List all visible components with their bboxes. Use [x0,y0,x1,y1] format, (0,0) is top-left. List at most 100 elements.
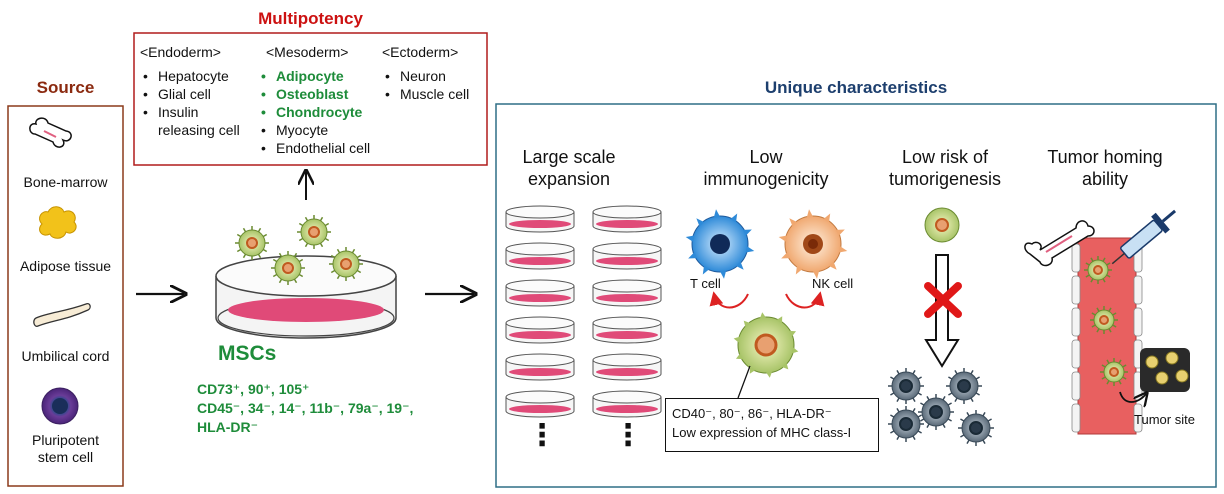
callout-line [737,365,751,399]
vessel-wall-cell [1133,307,1143,337]
endoderm-list: HepatocyteGlial cellInsulin releasing ce… [140,67,258,139]
culture-dish-icon [592,205,662,233]
culture-dishes-grid [505,205,662,418]
mscs-markers-line3: HLA-DR⁻ [197,419,259,435]
vessel-wall-cell [1071,339,1081,369]
vessel-wall-cell [1071,275,1081,305]
culture-dish-icon [505,279,575,307]
cell-spikes [685,209,755,279]
culture-dish-icon [592,316,662,344]
bone-icon-homing [1024,220,1095,267]
vessel-wall-cell [1133,275,1143,305]
source-label-bone-marrow: Bone-marrow [23,174,108,190]
tumor-mass-icon [1140,348,1190,392]
vessel-wall-cell [1071,403,1081,433]
t-cell-icon [691,215,749,273]
mesoderm-column: <Mesoderm> AdipocyteOsteoblastChondrocyt… [258,44,386,157]
multipotency-title: Multipotency [258,9,363,28]
unique-panel-border [495,103,1217,488]
low-risk-label: Low risk of tumorigenesis [888,147,1002,189]
adipose-tissue-icon [39,206,77,239]
mscs-title: MSCs [218,342,277,365]
red-arrow-nk-cell [785,291,825,309]
tumor-homing-label: Tumor homing ability [1047,147,1163,189]
source-label-adipose: Adipose tissue [19,258,112,274]
large-scale-label: Large scale expansion [522,147,616,189]
callout-line2: Low expression of MHC class-I [672,425,852,440]
lineage-item: Myocyte [258,121,386,139]
lineage-item: Adipocyte [258,67,386,85]
msc-tumorigenesis-cell [924,207,960,243]
lineage-item: Insulin releasing cell [140,103,258,139]
msc-petri-dish [215,255,397,339]
lineage-item: Glial cell [140,85,258,103]
culture-dish-icon [592,353,662,381]
msc-cell-icon [271,251,305,285]
ellipsis-right: ⋮ [613,419,643,452]
tumor-mass-cell [1145,355,1159,369]
source-label-pluripotent: Pluripotent stem cell [32,432,99,465]
lineage-item: Endothelial cell [258,139,386,157]
culture-dish-icon [505,353,575,381]
lineage-item: Osteoblast [258,85,386,103]
homing-msc-cells [1084,256,1128,386]
lineage-item: Chondrocyte [258,103,386,121]
vessel-wall-cell [1071,243,1081,273]
red-x-icon [924,282,962,318]
mscs-markers-line1: CD73⁺, 90⁺, 105⁺ [197,381,310,397]
culture-dish-icon [505,242,575,270]
source-label-umbilical: Umbilical cord [21,348,110,364]
ectoderm-list: NeuronMuscle cell [382,67,482,103]
lineage-item: Muscle cell [382,85,482,103]
tumor-cell-icon [918,394,954,430]
tumor-cell-icon [946,368,982,404]
culture-dish-icon [505,316,575,344]
vessel-wall-cell [1071,371,1081,401]
tumor-cell-icon [958,410,994,446]
mesoderm-header: <Mesoderm> [266,44,349,60]
culture-dish-icon [505,390,575,418]
msc-cells-group [235,215,363,285]
msc-cell-icon [297,215,331,249]
tumor-cell-icon [888,406,924,442]
msc-cell-icon [235,226,269,260]
source-panel-border [7,105,124,487]
source-title: Source [36,78,95,97]
endoderm-header: <Endoderm> [140,44,221,60]
ellipsis-left: ⋮ [527,419,557,452]
tumor-mass-cell [1165,351,1179,365]
vessel-wall-cell [1071,307,1081,337]
culture-dish-icon [505,205,575,233]
culture-dish-icon [592,279,662,307]
homing-msc-icon [1090,306,1118,334]
arrow-to-tumor-site [1119,392,1146,402]
multipotency-panel-border [133,32,488,166]
culture-dish-icon [592,242,662,270]
mscs-markers: CD73⁺, 90⁺, 105⁺ CD45⁻, 34⁻, 14⁻, 11b⁻, … [197,380,413,437]
culture-dish-icon [592,390,662,418]
mscs-markers-line2: CD45⁻, 34⁻, 14⁻, 11b⁻, 79a⁻, 19⁻, [197,400,414,416]
low-immunogenicity-label: Low immunogenicity [703,147,829,189]
t-cell-label: T cell [690,276,721,291]
ectoderm-column: <Ectoderm> NeuronMuscle cell [382,44,482,103]
umbilical-cord-icon [33,302,91,327]
tumor-site-label: Tumor site [1134,412,1195,427]
hollow-down-arrow [924,254,960,368]
syringe-icon [1111,209,1177,265]
tumor-cells-group [888,368,994,446]
unique-title: Unique characteristics [764,78,948,97]
bone-icon [29,117,72,148]
pluripotent-stem-cell-icon [41,387,79,425]
endoderm-column: <Endoderm> HepatocyteGlial cellInsulin r… [140,44,258,139]
cell-spikes [778,209,848,279]
msc-cell-icon [329,247,363,281]
nk-cell-icon [784,215,842,273]
red-arrow-t-cell [709,291,749,309]
immunogenicity-callout-box: CD40⁻, 80⁻, 86⁻, HLA-DR⁻ Low expression … [665,398,879,452]
tumor-mass-cell [1175,369,1189,383]
lineage-item: Neuron [382,67,482,85]
cell-spikes [733,312,799,378]
ectoderm-header: <Ectoderm> [382,44,459,60]
msc-immune-cell [737,316,795,374]
